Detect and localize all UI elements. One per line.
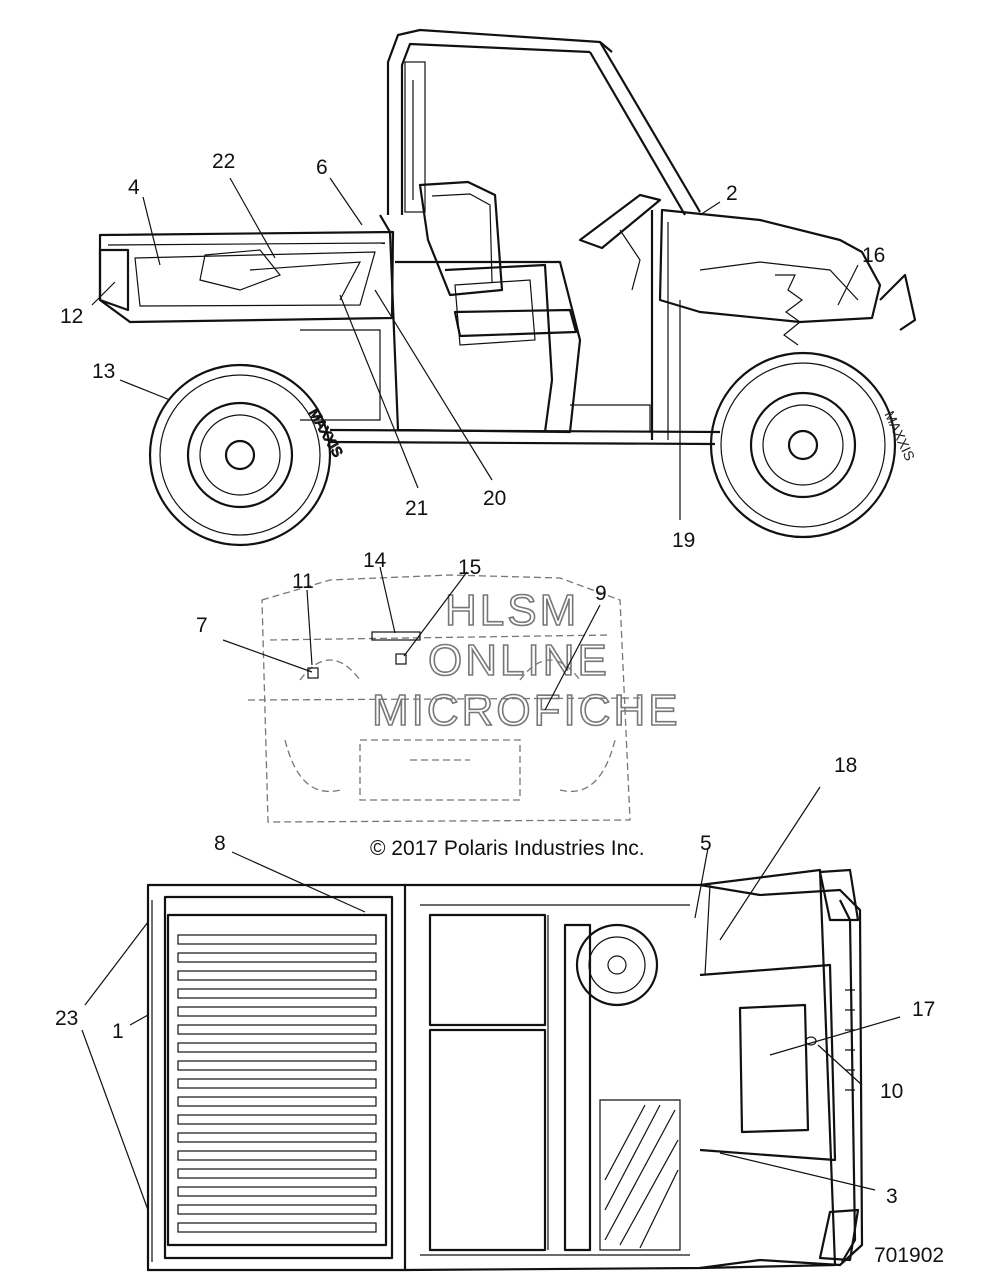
bed-slat xyxy=(177,1132,377,1143)
callout-12: 12 xyxy=(60,305,83,328)
bed-slat xyxy=(177,1096,377,1107)
bed-slat xyxy=(177,1024,377,1035)
bed-slat xyxy=(177,1222,377,1233)
callout-18: 18 xyxy=(834,754,857,777)
bed-slat xyxy=(177,1186,377,1197)
bed-slat xyxy=(177,934,377,945)
bed-slat xyxy=(177,1060,377,1071)
callout-8: 8 xyxy=(214,832,226,855)
callout-19: 19 xyxy=(672,529,695,552)
bed-slat xyxy=(177,1006,377,1017)
callout-17: 17 xyxy=(912,998,935,1021)
bed-slats xyxy=(177,934,377,1233)
callout-15: 15 xyxy=(458,556,481,579)
dashed-rear-view xyxy=(247,574,641,823)
bed-slat xyxy=(177,1042,377,1053)
callout-22: 22 xyxy=(212,150,235,173)
rear-wheel: MAXXIS xyxy=(148,363,347,547)
callout-14: 14 xyxy=(363,549,387,572)
watermark-line-3: MICROFICHE xyxy=(372,686,681,735)
callout-5: 5 xyxy=(700,832,712,855)
front-tire-brand-text: MAXXIS xyxy=(881,408,918,463)
callout-1: 1 xyxy=(112,1020,124,1043)
callout-13: 13 xyxy=(92,360,115,383)
bed-slat xyxy=(177,1114,377,1125)
bed-slat xyxy=(177,1078,377,1089)
bed-slat xyxy=(177,988,377,999)
callout-7: 7 xyxy=(196,614,208,637)
callout-16: 16 xyxy=(862,244,885,267)
bed-slat xyxy=(177,1204,377,1215)
side-view-vehicle: MAXXIS MAXXIS xyxy=(98,28,918,547)
rear-tire-brand-text: MAXXIS xyxy=(306,406,346,460)
copyright-text: © 2017 Polaris Industries Inc. xyxy=(370,837,645,860)
callout-11: 11 xyxy=(292,570,314,593)
top-view-vehicle xyxy=(146,868,864,1272)
leader-lines xyxy=(81,177,901,1211)
bed-slat xyxy=(177,1168,377,1179)
callout-4: 4 xyxy=(128,176,140,199)
watermark-line-2: ONLINE xyxy=(428,636,610,685)
bed-slat xyxy=(177,970,377,981)
bed-slat xyxy=(177,952,377,963)
bed-slat xyxy=(177,1150,377,1161)
watermark: HLSM ONLINE MICROFICHE xyxy=(371,585,681,736)
callout-9: 9 xyxy=(595,582,607,605)
callout-3: 3 xyxy=(886,1185,898,1208)
callout-10: 10 xyxy=(880,1080,903,1103)
callout-23: 23 xyxy=(55,1007,78,1030)
callout-20: 20 xyxy=(483,487,506,510)
callout-21: 21 xyxy=(405,497,428,520)
callout-6: 6 xyxy=(316,156,328,179)
callout-labels: 4 22 6 2 16 12 13 21 20 19 14 15 11 9 7 … xyxy=(55,150,935,1208)
figure-number: 701902 xyxy=(874,1244,944,1267)
front-wheel: MAXXIS xyxy=(709,351,918,539)
watermark-line-1: HLSM xyxy=(445,586,579,635)
callout-2: 2 xyxy=(726,182,738,205)
